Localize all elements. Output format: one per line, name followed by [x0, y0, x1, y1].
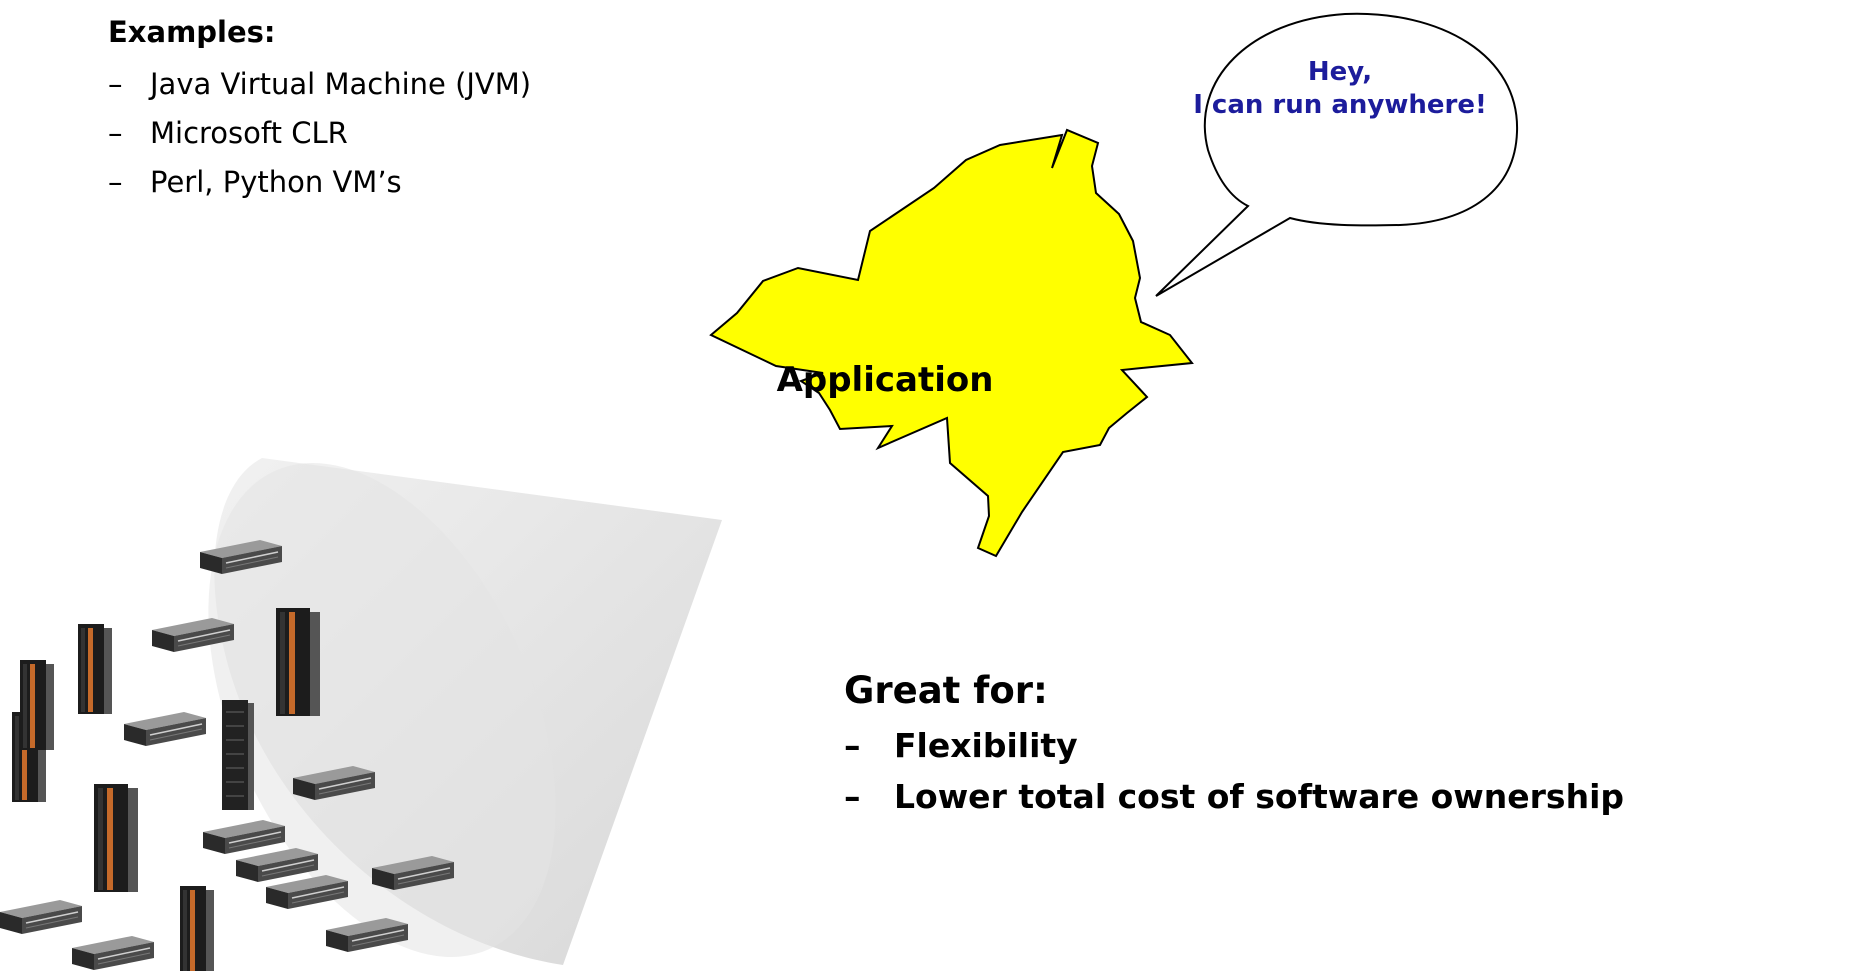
- examples-list: –Java Virtual Machine (JVM) –Microsoft C…: [108, 60, 531, 207]
- server-rack-icon: [202, 819, 286, 855]
- server-tower-icon: [78, 624, 112, 714]
- bubble-line-2: I can run anywhere!: [1193, 90, 1487, 120]
- examples-heading: Examples:: [108, 15, 276, 49]
- list-item: –Lower total cost of software ownership: [844, 777, 1624, 816]
- server-rack-icon: [265, 874, 349, 910]
- server-tower-icon: [180, 886, 214, 971]
- bubble-line-1: Hey,: [1307, 57, 1373, 87]
- server-tower-icon: [94, 784, 138, 892]
- server-tower-icon: [276, 608, 320, 716]
- server-tower-icon: [20, 660, 54, 750]
- speech-bubble: [1155, 12, 1519, 297]
- great-for-list: –Flexibility –Lower total cost of softwa…: [844, 720, 1624, 822]
- application-starburst: [709, 128, 1194, 558]
- server-rack-icon: [325, 917, 409, 953]
- speech-bubble-text: Hey, I can run anywhere!: [1190, 56, 1490, 122]
- server-tower-icon: [221, 699, 255, 811]
- examples-section: Examples: –Java Virtual Machine (JVM) –M…: [108, 14, 531, 207]
- cone-base-ellipse: [208, 462, 556, 958]
- application-label: Application: [776, 360, 994, 400]
- great-for-heading: Great for:: [844, 669, 1048, 712]
- list-item: –Flexibility: [844, 726, 1078, 765]
- list-item: –Microsoft CLR: [108, 116, 348, 150]
- server-rack-icon: [0, 899, 83, 935]
- great-for-section: Great for: –Flexibility –Lower total cos…: [844, 668, 1624, 822]
- list-item: –Perl, Python VM’s: [108, 165, 402, 199]
- server-rack-icon: [235, 847, 319, 883]
- list-item: –Java Virtual Machine (JVM): [108, 67, 532, 101]
- server-rack-icon: [123, 711, 207, 747]
- server-rack-icon: [71, 935, 155, 971]
